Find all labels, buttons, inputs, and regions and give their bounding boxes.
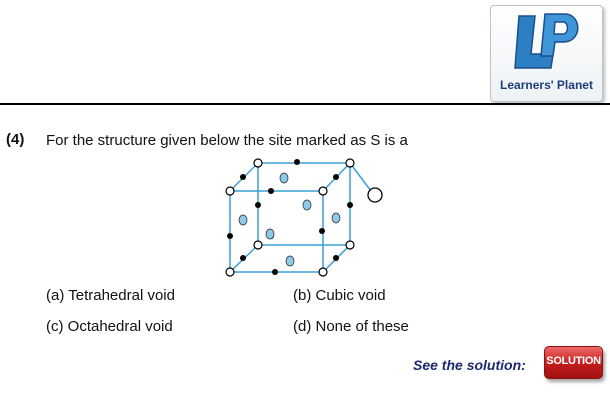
corner-atoms [225,158,355,277]
cube-edges [229,162,375,273]
site-s-marker [367,187,383,203]
lp-logo-icon [514,13,579,69]
void-sites [238,172,341,267]
question-number: (4) [6,131,25,148]
question-text: For the structure given below the site m… [46,132,408,149]
option-a[interactable]: (a) Tetrahedral void [46,287,175,304]
option-d[interactable]: (d) None of these [293,318,409,335]
option-c[interactable]: (c) Octahedral void [46,318,173,335]
solution-button[interactable]: SOLUTION [544,346,603,379]
see-solution-label: See the solution: [413,357,526,373]
header-divider [0,103,610,105]
option-b[interactable]: (b) Cubic void [293,287,386,304]
logo-text: Learners' Planet [500,78,593,92]
crystal-structure-figure [225,158,383,277]
lp-logo: Learners' Planet [490,5,603,102]
